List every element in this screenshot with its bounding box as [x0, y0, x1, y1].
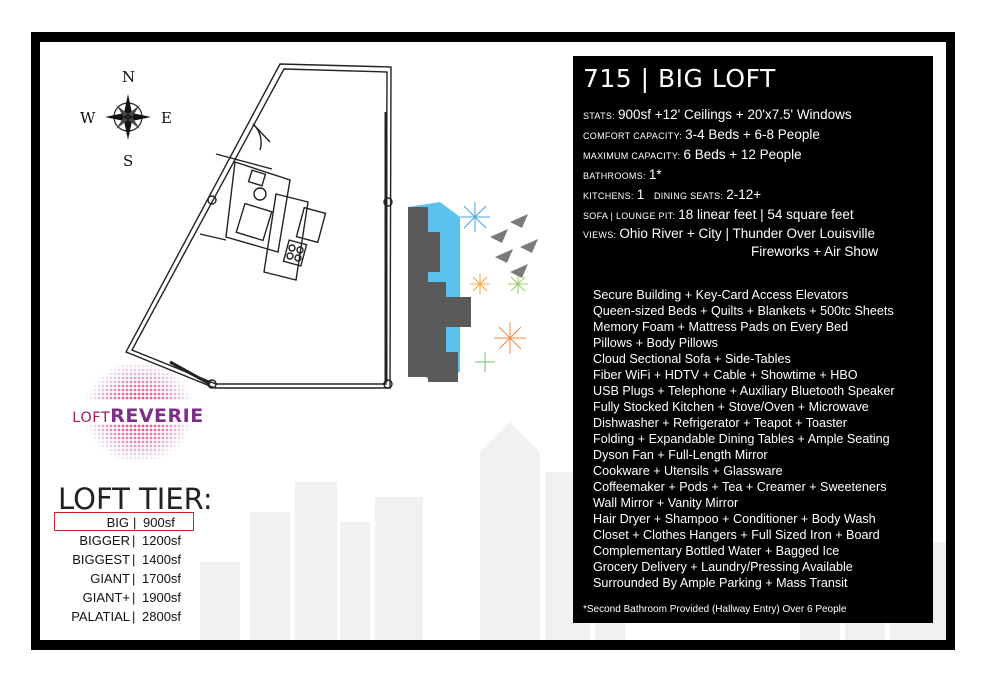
listing-card: N S E W: [40, 42, 946, 640]
list-item: Queen-sized Beds + Quilts + Blankets + 5…: [593, 303, 894, 318]
tier-name: BIGGER: [79, 533, 130, 548]
compass-south: S: [123, 152, 134, 170]
floor-plan: [125, 63, 538, 389]
tier-size: 1200sf: [142, 533, 182, 548]
unit-title: 715 | BIG LOFT: [583, 64, 776, 93]
stat-value: 2-12+: [726, 187, 762, 202]
compass-rose-icon: [105, 94, 151, 140]
stat-label: DINING SEATS:: [654, 191, 724, 201]
compass-west: W: [80, 109, 96, 127]
stat-row-bathrooms: BATHROOMS:1*: [583, 167, 662, 182]
stat-label: MAXIMUM CAPACITY:: [583, 151, 681, 161]
tier-name: BIGGEST: [72, 552, 130, 567]
logo-halftone-icon: [73, 360, 205, 464]
list-item: Closet + Clothes Hangers + Full Sized Ir…: [593, 527, 880, 542]
tier-separator: |: [132, 533, 136, 548]
tier-separator: |: [133, 515, 137, 530]
loft-tier-list: BIG | 900sf BIGGER | 1200sf BIGGEST | 14…: [54, 512, 194, 626]
tier-size: 1700sf: [142, 571, 182, 586]
list-item: USB Plugs + Telephone + Auxiliary Blueto…: [593, 383, 895, 398]
logo-reverie-text: REVERIE: [110, 405, 204, 427]
stat-value: 18 linear feet | 54 square feet: [678, 207, 854, 222]
tier-biggest[interactable]: BIGGEST | 1400sf: [54, 550, 194, 569]
list-item: Fully Stocked Kitchen + Stove/Oven + Mic…: [593, 399, 869, 414]
tier-bigger[interactable]: BIGGER | 1200sf: [54, 531, 194, 550]
logo-wordmark: LOFTREVERIE: [53, 405, 223, 427]
stat-row-kitchens: KITCHENS:1 DINING SEATS:2-12+: [583, 187, 761, 202]
tier-palatial[interactable]: PALATIAL | 2800sf: [54, 607, 194, 626]
tier-separator: |: [132, 609, 136, 624]
tier-separator: |: [132, 590, 136, 605]
stat-value: Ohio River + City | Thunder Over Louisvi…: [619, 226, 876, 241]
tier-size: 1400sf: [142, 552, 182, 567]
footnote: *Second Bathroom Provided (Hallway Entry…: [583, 604, 847, 615]
stat-value: 1: [636, 187, 645, 202]
list-item: Pillows + Body Pillows: [593, 335, 718, 350]
list-item: Coffeemaker + Pods + Tea + Creamer + Swe…: [593, 479, 887, 494]
stat-label: COMFORT CAPACITY:: [583, 131, 683, 141]
tier-name: GIANT+: [82, 590, 130, 605]
tier-big[interactable]: BIG | 900sf: [54, 512, 194, 531]
amenities-list: Secure Building + Key-Card Access Elevat…: [593, 288, 895, 592]
list-item: Dishwasher + Refrigerator + Teapot + Toa…: [593, 415, 847, 430]
list-item: Surrounded By Ample Parking + Mass Trans…: [593, 575, 848, 590]
compass-north: N: [122, 68, 136, 86]
details-panel: 715 | BIG LOFT STATS:900sf +12' Ceilings…: [573, 56, 933, 623]
tier-name: PALATIAL: [71, 609, 130, 624]
stat-label: SOFA | LOUNGE PIT:: [583, 211, 676, 221]
stat-value: 3-4 Beds + 6-8 People: [685, 127, 820, 142]
list-item: Complementary Bottled Water + Bagged Ice: [593, 543, 840, 558]
stat-row-views: VIEWS:Ohio River + City | Thunder Over L…: [583, 226, 875, 241]
stat-value: 900sf +12' Ceilings + 20'x7.5' Windows: [617, 107, 852, 122]
list-item: Memory Foam + Mattress Pads on Every Bed: [593, 319, 849, 334]
list-item: Cookware + Utensils + Glassware: [593, 463, 783, 478]
tier-giant[interactable]: GIANT | 1700sf: [54, 569, 194, 588]
tier-size: 1900sf: [142, 590, 182, 605]
compass-east: E: [161, 109, 172, 127]
loft-tier-title: LOFT TIER:: [58, 482, 213, 516]
outer-frame: N S E W: [31, 32, 955, 650]
stat-label: BATHROOMS:: [583, 171, 646, 181]
stat-label: KITCHENS:: [583, 191, 634, 201]
stat-value: 6 Beds + 12 People: [683, 147, 802, 162]
loft-reverie-logo: LOFTREVERIE: [53, 356, 223, 490]
tier-name: BIG: [106, 515, 129, 530]
list-item: Dyson Fan + Full-Length Mirror: [593, 447, 768, 462]
list-item: Folding + Expandable Dining Tables + Amp…: [593, 431, 890, 446]
tier-size: 900sf: [143, 515, 175, 530]
logo-loft-text: LOFT: [72, 410, 111, 426]
stat-row-stats: STATS:900sf +12' Ceilings + 20'x7.5' Win…: [583, 107, 852, 122]
list-item: Secure Building + Key-Card Access Elevat…: [593, 288, 849, 302]
tier-separator: |: [132, 552, 136, 567]
tier-separator: |: [132, 571, 136, 586]
tier-giant-plus[interactable]: GIANT+ | 1900sf: [54, 588, 194, 607]
tier-name: GIANT: [90, 571, 130, 586]
stat-row-maximum: MAXIMUM CAPACITY:6 Beds + 12 People: [583, 147, 802, 162]
stat-views-continued: Fireworks + Air Show: [751, 244, 879, 259]
stat-row-sofa: SOFA | LOUNGE PIT:18 linear feet | 54 sq…: [583, 207, 854, 222]
stat-label: VIEWS:: [583, 230, 617, 240]
tier-size: 2800sf: [142, 609, 182, 624]
list-item: Hair Dryer + Shampoo + Conditioner + Bod…: [593, 511, 876, 526]
stat-row-comfort: COMFORT CAPACITY:3-4 Beds + 6-8 People: [583, 127, 820, 142]
stat-label: STATS:: [583, 111, 615, 121]
list-item: Grocery Delivery + Laundry/Pressing Avai…: [593, 559, 853, 574]
list-item: Cloud Sectional Sofa + Side-Tables: [593, 351, 791, 366]
compass: N S E W: [80, 62, 180, 172]
view-illustration: [408, 202, 538, 382]
stat-value: 1*: [648, 167, 662, 182]
list-item: Fiber WiFi + HDTV + Cable + Showtime + H…: [593, 367, 858, 382]
list-item: Wall Mirror + Vanity Mirror: [593, 495, 739, 510]
